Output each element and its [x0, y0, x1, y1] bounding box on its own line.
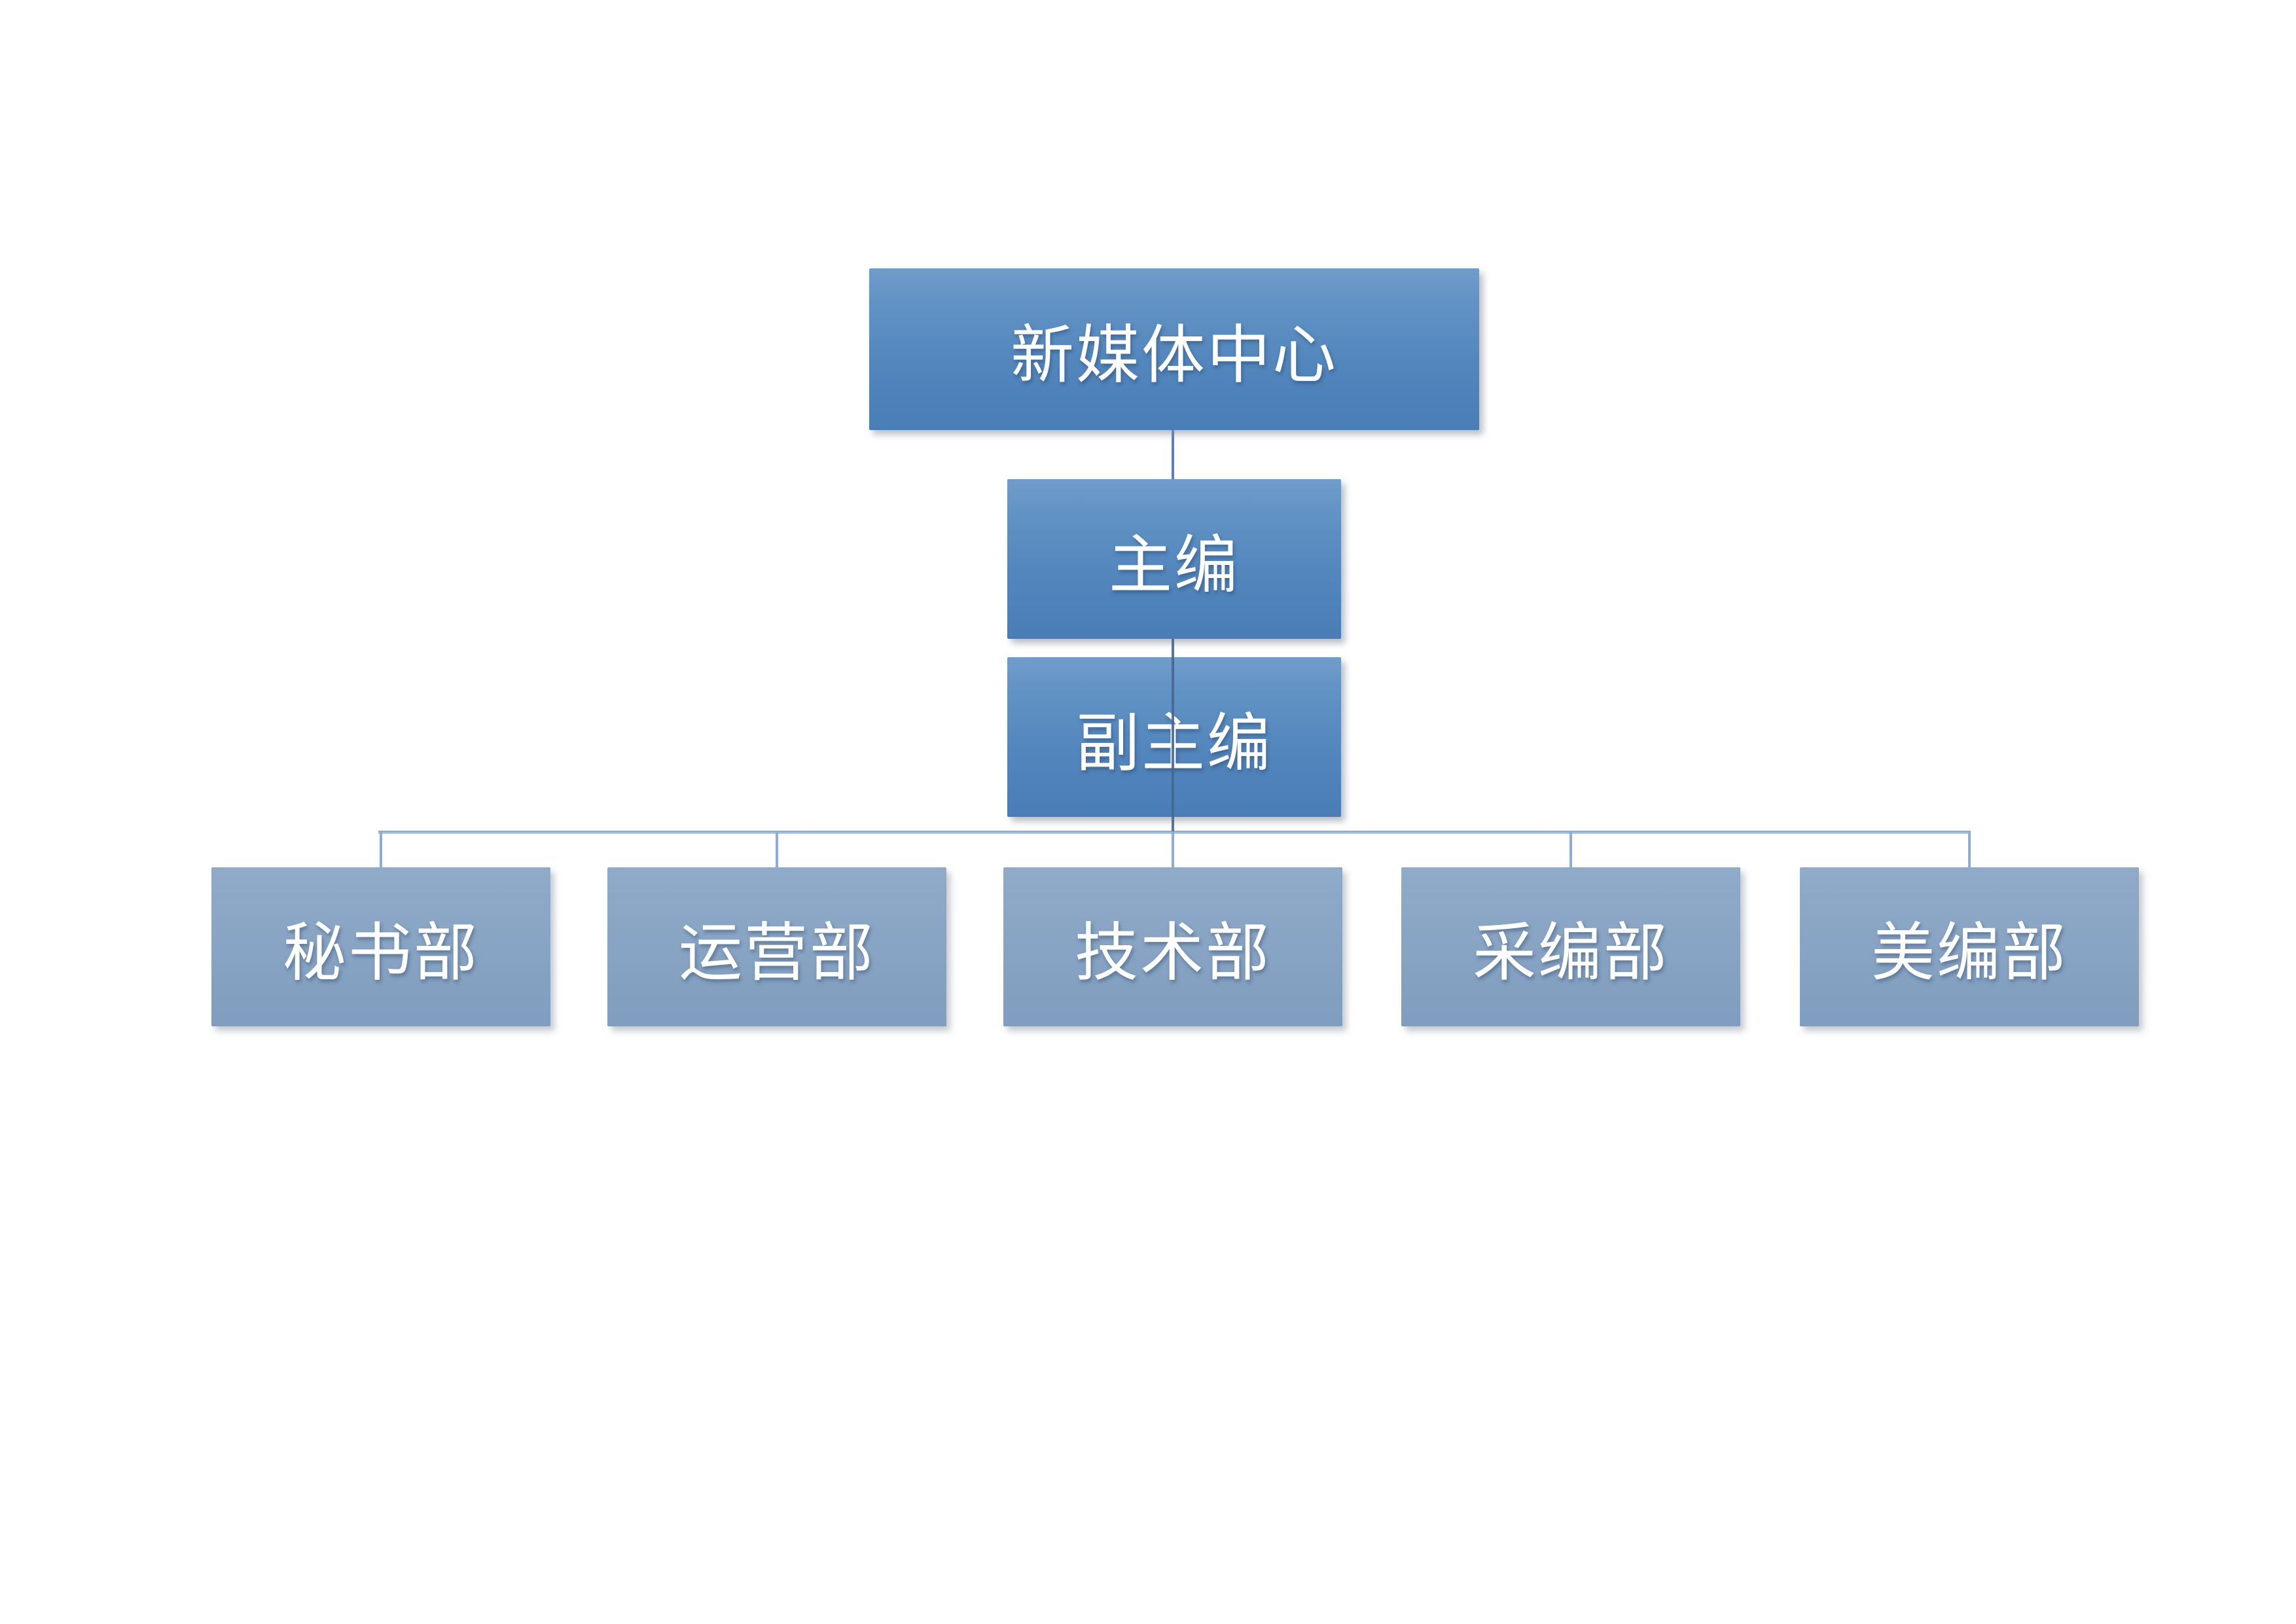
connector-chief-through-deputy-to-rail [1172, 639, 1174, 831]
connector-stub-dept-5 [1968, 832, 1971, 868]
org-node-root-label: 新媒体中心 [1011, 319, 1338, 391]
connector-stub-dept-2 [776, 832, 778, 868]
org-node-dept-technology[interactable]: 技术部 [1003, 867, 1342, 1026]
connector-root-to-chief [1172, 430, 1174, 480]
org-node-dept-operations[interactable]: 运营部 [607, 867, 946, 1026]
org-node-deputy-editor-label: 副主编 [1076, 707, 1272, 779]
org-node-chief-editor[interactable]: 主编 [1007, 479, 1341, 639]
org-node-root[interactable]: 新媒体中心 [869, 268, 1479, 430]
org-node-dept-art[interactable]: 美编部 [1800, 867, 2139, 1026]
connector-stub-dept-1 [380, 832, 382, 868]
org-node-deputy-editor[interactable]: 副主编 [1007, 657, 1341, 817]
connector-horizontal-rail [378, 831, 1971, 834]
org-node-dept-editorial-label: 采编部 [1473, 917, 1669, 988]
org-node-chief-editor-label: 主编 [1109, 529, 1240, 601]
org-node-dept-operations-label: 运营部 [679, 917, 875, 988]
org-node-dept-secretary[interactable]: 秘书部 [211, 867, 550, 1026]
connector-stub-dept-3 [1172, 832, 1174, 868]
org-node-dept-art-label: 美编部 [1871, 917, 2068, 988]
org-node-dept-editorial[interactable]: 采编部 [1401, 867, 1740, 1026]
org-node-dept-secretary-label: 秘书部 [283, 917, 479, 988]
connector-stub-dept-4 [1570, 832, 1572, 868]
org-node-dept-technology-label: 技术部 [1075, 917, 1271, 988]
